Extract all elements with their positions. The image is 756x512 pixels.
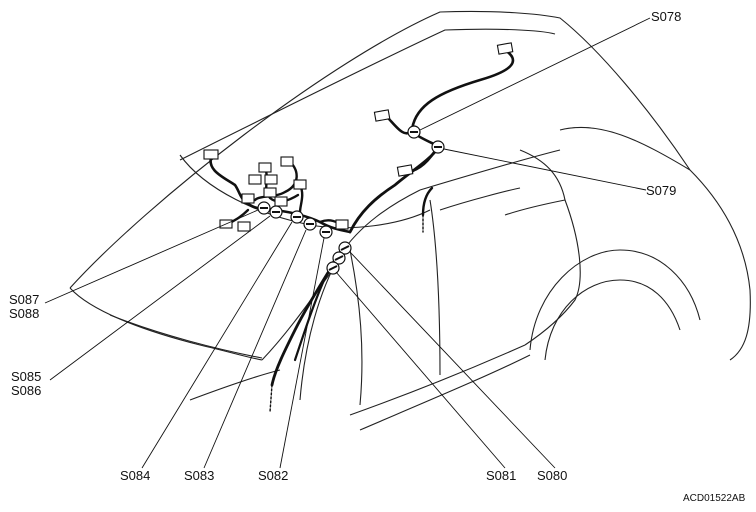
leader-s085 [49,215,271,381]
connector-dash-4 [248,174,262,185]
splice-s085 [269,205,283,219]
connector-dash-7 [263,187,277,198]
harness-roof-run [386,48,515,135]
rear-window [504,149,566,216]
leader-s082 [279,237,325,469]
label-s088: S088 [9,306,40,321]
label-s087: S087 [9,292,40,307]
splice-s082 [319,225,333,239]
label-s083: S083 [184,468,215,483]
front-lower-line [109,314,263,359]
leader-lines [44,17,651,469]
connector-dash-8 [274,196,288,207]
door-window-line [439,187,521,211]
label-s082: S082 [258,468,289,483]
lower-body-line [189,369,281,401]
splice-s080 [338,241,352,255]
connector-dash-5 [264,174,278,185]
figure-id: ACD01522AB [683,493,746,504]
quarter-panel [524,199,581,346]
connector-rear-pillar [396,164,414,177]
connectors [203,42,514,232]
rear-wheel-arch [529,249,701,351]
front-hood-line [69,287,263,361]
connector-roof-rear [496,42,514,55]
splice-s087 [257,201,271,215]
harness-main-run [348,146,440,234]
harness-rear-drop [421,186,434,217]
label-s078: S078 [651,9,682,24]
harness-lower-run [293,276,327,362]
harness-pillar-tail [269,384,273,413]
label-s084: S084 [120,468,151,483]
vehicle-body-outline [69,10,751,431]
connector-right [335,219,349,230]
splice-s081a [332,251,346,265]
label-s085: S085 [11,369,42,384]
harness-dash-upper [253,158,298,202]
connector-dash-1 [203,149,219,160]
leader-s084 [141,221,293,469]
splice-s084 [290,210,304,224]
connector-dash-3 [280,156,294,167]
leader-s083 [203,229,307,469]
splice-s083 [303,217,317,231]
connector-roof-front [373,109,391,122]
label-s086: S086 [11,383,42,398]
label-s079: S079 [646,183,677,198]
rear-quarter-line [559,126,691,171]
leader-s081 [335,271,506,469]
leader-s087 [44,209,259,304]
connector-dash-6 [293,179,307,190]
connector-dash-9 [241,193,255,204]
sill-line [349,344,526,416]
rear-wheel-arch-inner [544,279,681,361]
leader-s079 [443,148,647,191]
leader-s080 [349,251,556,469]
splice-s078 [407,125,421,139]
splice-s079 [431,140,445,154]
label-s081: S081 [486,468,517,483]
roof-inner-line [179,28,556,161]
door-frame-top [419,149,561,191]
rear-bumper [689,169,751,361]
splice-s081 [326,261,340,275]
sill-line-lower [359,354,531,431]
connector-left-2 [237,221,251,232]
door-rear-edge [429,199,441,376]
connector-dash-2 [258,162,272,173]
roof-outline [69,10,691,289]
label-s080: S080 [537,468,568,483]
splice-markers [257,125,445,275]
leader-s078 [419,17,651,131]
door-front-edge [349,249,363,406]
